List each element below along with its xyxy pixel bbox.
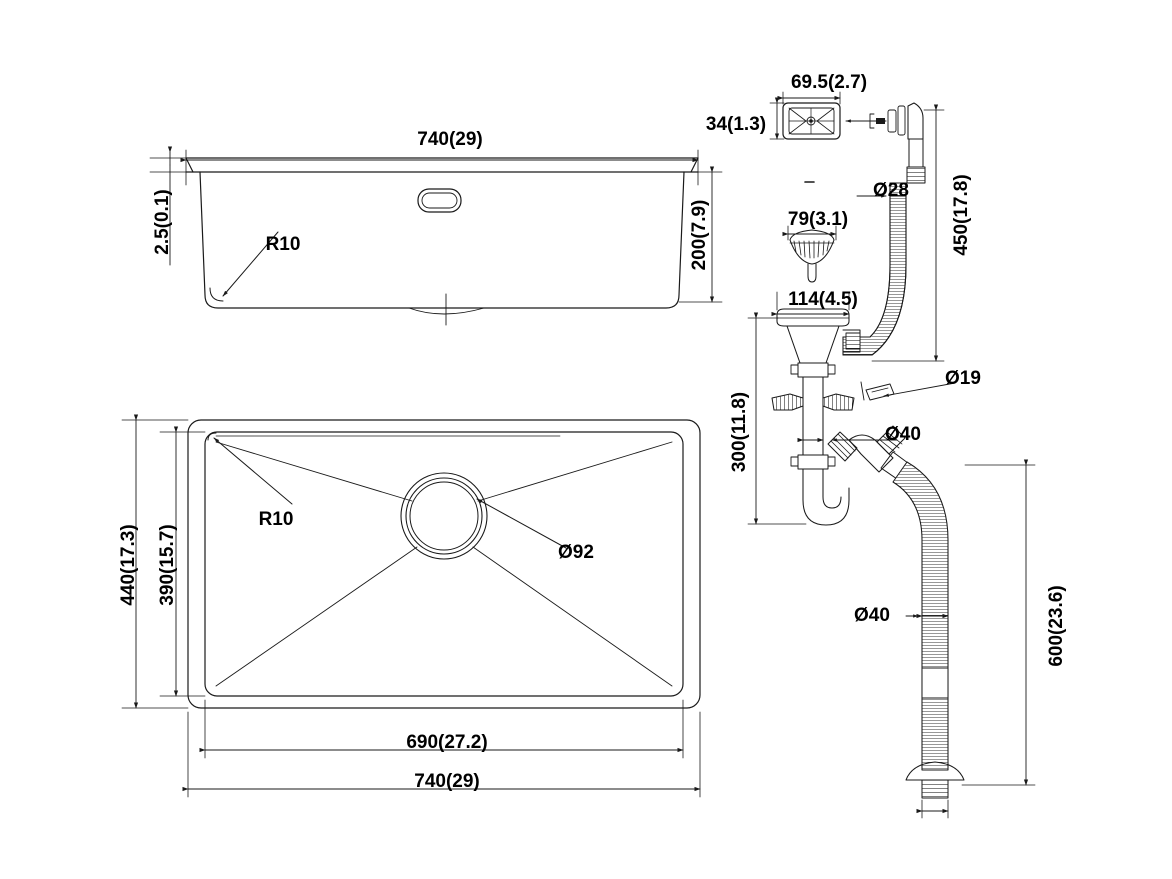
plate-bevel-br	[816, 120, 835, 135]
gasket-clip	[869, 113, 875, 129]
y-inlet-left	[827, 431, 858, 462]
y-junction-body	[848, 434, 894, 473]
dimension-label-layer: 740(29) 2.5(0.1) R10 200(7.9) 440(17.3) 390(1…	[118, 72, 1067, 792]
lbl-300: 300(11.8)	[729, 392, 750, 472]
plate-bevel-bl	[788, 120, 807, 135]
fold-line-tl	[215, 441, 413, 502]
lbl-390: 390(15.7)	[157, 524, 178, 605]
lbl-440: 440(17.3)	[118, 524, 139, 605]
overflow-slot-outer	[417, 188, 462, 213]
strainer-stem	[807, 263, 817, 283]
plate-bevel-tl	[788, 107, 807, 122]
lbl-200: 200(7.9)	[689, 200, 710, 271]
overflow-plate-outer	[782, 102, 841, 140]
lbl-d40-lower: Ø40	[854, 605, 890, 626]
bowl-outline	[199, 171, 685, 309]
side-outlet-ribbed	[845, 332, 861, 350]
p-trap-outer	[802, 468, 850, 526]
branch-spigot-left	[771, 393, 804, 411]
overflow-nut	[887, 109, 897, 133]
strainer-basket-rim	[789, 229, 835, 241]
lbl-d19: Ø19	[945, 368, 981, 389]
y-inlet-right	[876, 425, 906, 455]
overflow-hose-corrugated	[842, 182, 907, 356]
lbl-79: 79(3.1)	[788, 209, 848, 230]
nut-flange-right-lower	[827, 456, 836, 467]
plate-bevel-tr	[816, 107, 835, 122]
strainer-perforations	[793, 240, 830, 259]
nut-flange-left-lower	[790, 456, 799, 467]
lbl-740-top: 740(29)	[417, 129, 483, 150]
lbl-d28: Ø28	[873, 180, 909, 201]
drain-body-taper	[786, 325, 840, 364]
fold-line-bl	[215, 546, 418, 687]
plan-view	[121, 414, 701, 798]
plan-outer-rim	[187, 419, 701, 709]
lbl-r10-plan: R10	[259, 509, 294, 530]
hose-escutcheon	[905, 761, 965, 781]
tailpiece-nut-lower	[797, 454, 829, 470]
leader-d92	[476, 498, 567, 549]
overflow-washer	[897, 105, 906, 136]
nut-flange-left-upper	[790, 364, 799, 375]
leader-r10-side	[222, 231, 279, 297]
lbl-69p5: 69.5(2.7)	[791, 72, 867, 93]
hose-edge-inner	[842, 182, 891, 338]
lbl-450: 450(17.8)	[951, 174, 972, 255]
plan-corner-radius-arc	[207, 432, 217, 441]
break-line-branch	[860, 381, 865, 401]
lbl-114: 114(4.5)	[788, 289, 858, 310]
overflow-hose-head	[907, 102, 924, 140]
fold-line-br	[472, 546, 673, 687]
corner-radius-arc	[209, 287, 224, 302]
lbl-740-bottom: 740(29)	[414, 771, 480, 792]
drain-ring-mid	[405, 477, 483, 555]
waste-assembly-view	[747, 91, 1036, 819]
lbl-2p5: 2.5(0.1)	[152, 189, 173, 254]
fold-line-tr	[477, 441, 673, 502]
gasket-block	[876, 118, 885, 124]
plan-inner-bowl	[204, 431, 684, 697]
front-elevation-view	[149, 146, 723, 326]
lbl-d40-upper: Ø40	[885, 424, 921, 445]
drain-flange	[776, 308, 850, 327]
hose-collar-ribbed	[906, 166, 926, 184]
lbl-34: 34(1.3)	[706, 114, 766, 135]
hose-edge-outer	[842, 182, 907, 356]
strainer-basket-body	[789, 239, 835, 265]
nut-flange-right-upper	[827, 364, 836, 375]
drain-ring-inner	[409, 481, 479, 551]
drain-bump	[408, 307, 485, 315]
lbl-d92: Ø92	[558, 542, 594, 563]
hose-end-ribbed	[921, 779, 949, 799]
hose-neck	[908, 138, 924, 168]
branch-spigot-right	[822, 393, 855, 411]
lbl-r10-side: R10	[266, 234, 301, 255]
branch-cap-part	[865, 383, 895, 401]
overflow-slot-inner	[421, 192, 458, 209]
lbl-600: 600(23.6)	[1046, 585, 1067, 666]
lbl-690: 690(27.2)	[406, 732, 487, 753]
leader-r10-plan	[213, 437, 293, 505]
p-trap-inner	[822, 468, 842, 509]
leader-d19	[883, 382, 956, 397]
tailpiece-nut-upper	[797, 362, 829, 378]
drain-ring-outer	[400, 472, 488, 560]
hose-smooth-band	[921, 667, 949, 699]
